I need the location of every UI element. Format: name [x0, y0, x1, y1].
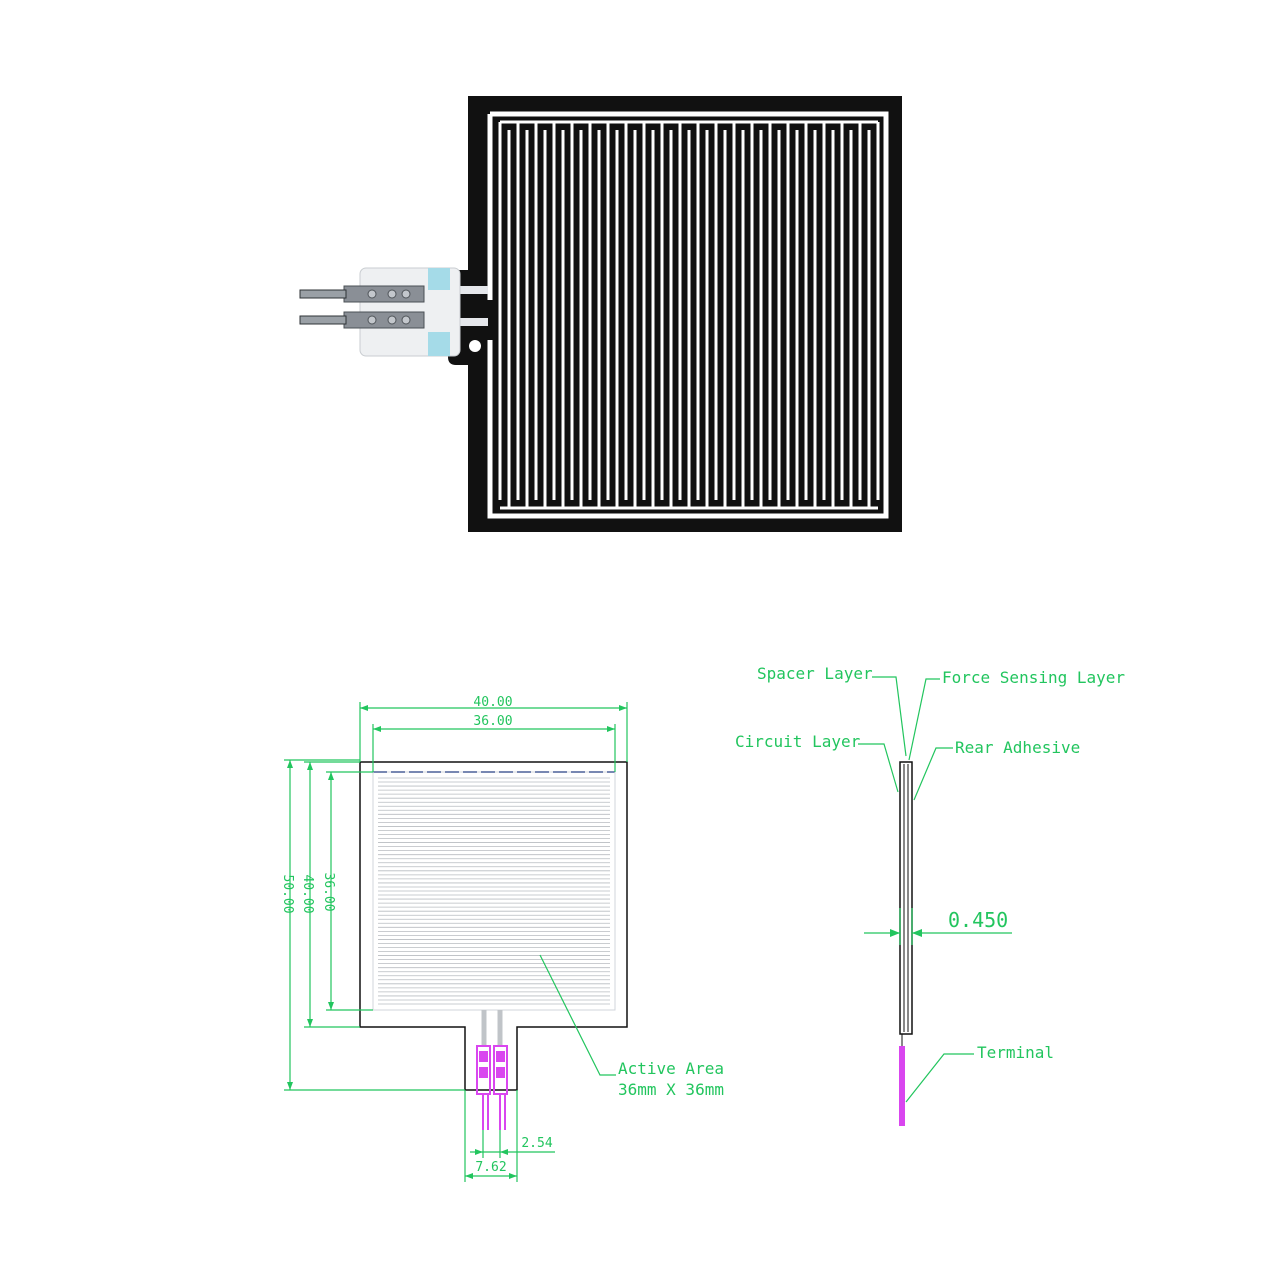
mounting-hole [469, 340, 481, 352]
active-area-frame [372, 771, 616, 1011]
terminal-label: Terminal [977, 1043, 1054, 1062]
spacer-layer-label: Spacer Layer [757, 664, 873, 683]
dim-height-active: 36.00 [321, 872, 336, 911]
tape-top [428, 268, 450, 290]
dim-width-outer: 40.00 [473, 695, 512, 710]
layer-stack [899, 761, 913, 1035]
active-area-traces [378, 777, 610, 1005]
pin-top [299, 289, 347, 299]
interdigitated-traces [498, 120, 880, 510]
dim-height-body: 40.00 [300, 874, 315, 913]
crimp-rivets [367, 289, 411, 325]
terminal-lead [899, 1046, 905, 1126]
thickness-label: 0.450 [948, 908, 1008, 932]
dim-terminal-width: 7.62 [475, 1160, 506, 1175]
force-sensing-layer-label: Force Sensing Layer [942, 668, 1125, 687]
side-view-drawing: Spacer Layer Force Sensing Layer Circuit… [735, 664, 1125, 1126]
dim-pin-pitch: 2.54 [521, 1136, 552, 1151]
dim-height-total: 50.00 [280, 874, 295, 913]
circuit-layer-label: Circuit Layer [735, 732, 861, 751]
front-view-drawing: 40.00 36.00 50.00 40.00 36.00 2.54 7.62 … [280, 695, 724, 1182]
crimp-clip-top [343, 285, 425, 303]
pin-bottom [299, 315, 347, 325]
tape-bottom [428, 332, 450, 356]
rear-adhesive-label: Rear Adhesive [955, 738, 1080, 757]
sensor-photo [299, 96, 902, 532]
trace-border [487, 111, 889, 519]
crimp-clip-bottom [343, 311, 425, 329]
active-area-size: 36mm X 36mm [618, 1080, 724, 1099]
active-area-label: Active Area [618, 1059, 724, 1078]
dim-width-active: 36.00 [473, 714, 512, 729]
front-outline [359, 761, 628, 1091]
terminal-pads [476, 1045, 508, 1130]
